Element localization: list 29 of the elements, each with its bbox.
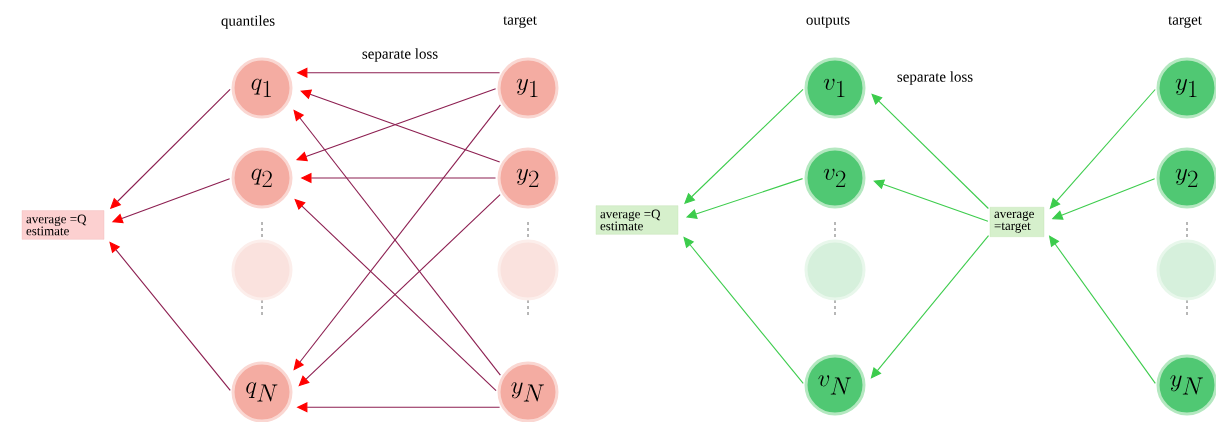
annotation-text: separate loss	[897, 71, 973, 85]
circle-node: $v_2$	[804, 147, 866, 209]
circle-node: $y_1$	[1156, 57, 1216, 119]
panel-heading: outputs	[806, 16, 850, 28]
arrow	[873, 179, 989, 222]
circle-node: $q_N$	[231, 361, 293, 422]
arrow	[109, 241, 231, 391]
panel-heading: quantiles	[221, 15, 275, 29]
faded-circle	[1156, 239, 1216, 301]
process-box: average =Q estimate	[21, 210, 105, 240]
circle-node: $y_2$	[497, 147, 559, 209]
panel-heading: target	[1168, 16, 1202, 28]
circle-node: $y_N$	[497, 361, 559, 422]
circle-node: $v_1$	[804, 57, 866, 119]
process-box: average =Q estimate	[595, 205, 679, 235]
annotation-text: separate loss	[362, 48, 438, 62]
faded-circle	[804, 239, 866, 301]
process-box: average =target	[989, 207, 1045, 237]
circle-node: $v_N$	[804, 354, 866, 416]
arrow	[870, 235, 990, 379]
circle-node: $q_2$	[231, 147, 293, 209]
faded-circle	[497, 239, 559, 301]
arrow	[683, 236, 804, 384]
circle-node: $y_1$	[497, 57, 559, 119]
circle-node: $q_1$	[231, 57, 293, 119]
circle-node: $y_N$	[1156, 354, 1216, 416]
panel-heading: target	[503, 16, 537, 28]
circle-node: $y_2$	[1156, 147, 1216, 209]
faded-circle	[231, 239, 293, 301]
